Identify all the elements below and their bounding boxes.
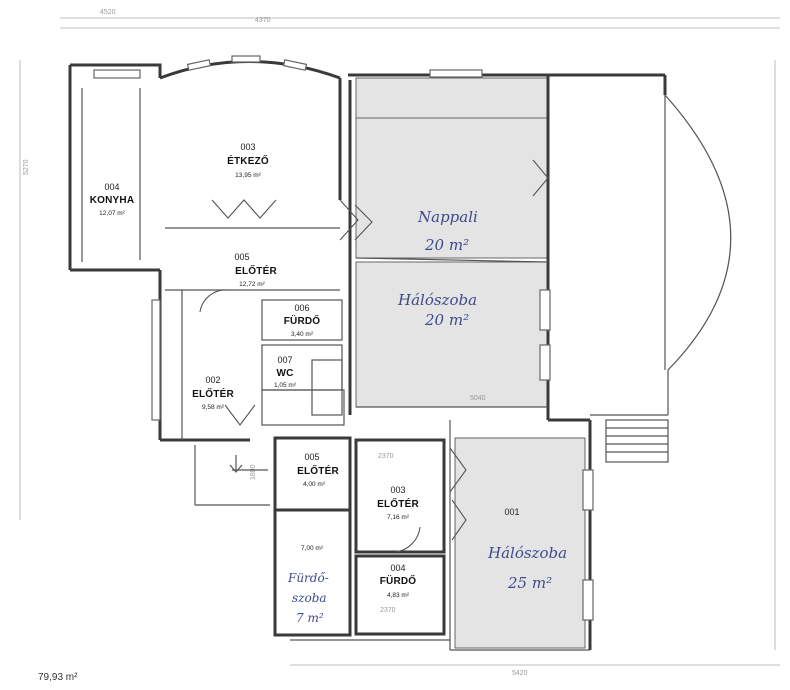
kitchen-name: KONYHA xyxy=(90,195,135,206)
main-bedroom-area xyxy=(454,437,586,649)
kitchen-area: 12,07 m² xyxy=(99,210,125,217)
hall-003-number: 003 xyxy=(390,485,405,495)
handwritten-halo1: Hálószoba xyxy=(397,291,477,309)
handwritten-nappali-area: 20 m² xyxy=(424,236,469,254)
storage-area: 7,00 m² xyxy=(301,545,324,552)
hall-003-name: ELŐTÉR xyxy=(377,497,419,510)
room-hall-005: 005 ELŐTÉR 4,00 m² xyxy=(297,452,339,488)
dining-area: 13,95 m² xyxy=(235,172,261,179)
wc-area: 1,05 m² xyxy=(274,382,297,389)
hall-left-name: ELŐTÉR xyxy=(192,387,234,400)
dining-number: 003 xyxy=(240,142,255,152)
dining-name: ÉTKEZŐ xyxy=(227,154,269,167)
room-wc: 007 WC 1,05 m² xyxy=(274,355,297,389)
room-kitchen: 004 KONYHA 12,07 m² xyxy=(90,182,135,217)
room-hall-upper: 005 ELŐTÉR 12,72 m² xyxy=(234,252,277,288)
handwritten-halo1-area: 20 m² xyxy=(424,311,469,329)
room-hall-003: 003 ELŐTÉR 7,16 m² xyxy=(377,485,419,521)
handwritten-kamra-2: szoba xyxy=(292,591,327,605)
room-hall-left: 002 ELŐTÉR 9,58 m² xyxy=(192,375,234,411)
handwritten-halo2-area: 25 m² xyxy=(507,574,552,592)
bath-004-number: 004 xyxy=(390,563,405,573)
kitchen-number: 004 xyxy=(104,182,119,192)
dim-hall-width: 2370 xyxy=(378,453,394,460)
corridor-top-area xyxy=(355,77,549,119)
hall-left-area: 9,58 m² xyxy=(202,404,225,411)
wc-number: 007 xyxy=(277,355,292,365)
handwritten-notes: Nappali 20 m² Hálószoba 20 m² Hálószoba … xyxy=(287,208,567,625)
bath-small-number: 006 xyxy=(294,303,309,313)
hall-left-number: 002 xyxy=(205,375,220,385)
handwritten-kamra-1: Fürdő- xyxy=(287,571,329,585)
doors xyxy=(199,159,549,553)
dim-entrance: 1800 xyxy=(250,464,257,480)
bath-004-area: 4,83 m² xyxy=(387,592,410,599)
handwritten-kamra-3: 7 m² xyxy=(296,611,324,625)
dim-bath-width: 2370 xyxy=(380,607,396,614)
shaded-rooms xyxy=(355,77,586,649)
dim-left-side: 5270 xyxy=(23,159,30,175)
hall-005-number: 005 xyxy=(304,452,319,462)
room-bath-small: 006 FÜRDŐ 3,40 m² xyxy=(284,303,321,338)
dim-top-mid: 4370 xyxy=(255,17,271,24)
room-dining: 003 ÉTKEZŐ 13,95 m² xyxy=(227,142,269,179)
inner-dimensions: 5040 2370 2370 xyxy=(378,395,486,614)
stairs xyxy=(605,419,669,463)
dimension-lines: 4520 4370 5270 1800 5420 xyxy=(19,9,780,677)
dim-top-left: 4520 xyxy=(100,9,116,16)
hall-005-name: ELŐTÉR xyxy=(297,464,339,477)
handwritten-nappali: Nappali xyxy=(417,208,478,226)
total-area: 79,93 m² xyxy=(38,672,78,683)
dim-bottom: 5420 xyxy=(512,670,528,677)
hall-003-area: 7,16 m² xyxy=(387,514,410,521)
bath-small-name: FÜRDŐ xyxy=(284,314,321,327)
room-bedroom-main: 001 xyxy=(504,507,519,517)
bedroom-area xyxy=(355,261,549,408)
hall-005-area: 4,00 m² xyxy=(303,481,326,488)
handwritten-halo2: Hálószoba xyxy=(487,544,567,562)
hall-upper-name: ELŐTÉR xyxy=(235,264,277,277)
hall-upper-number: 005 xyxy=(234,252,249,262)
bath-small-area: 3,40 m² xyxy=(291,331,314,338)
room-storage: 7,00 m² xyxy=(301,545,324,552)
wc-name: WC xyxy=(276,368,293,379)
bath-004-name: FÜRDŐ xyxy=(380,574,417,587)
room-bath-004: 004 FÜRDŐ 4,83 m² xyxy=(380,563,417,599)
bedroom-main-number: 001 xyxy=(504,507,519,517)
hall-upper-area: 12,72 m² xyxy=(239,281,265,288)
dim-bedroom-width: 5040 xyxy=(470,395,486,402)
windows xyxy=(93,55,594,621)
